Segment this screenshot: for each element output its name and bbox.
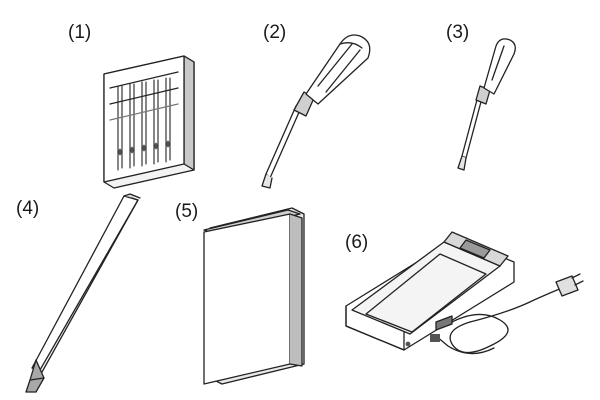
item-6-label: (6) — [345, 232, 369, 253]
needle-pack-icon — [103, 55, 195, 189]
large-screwdriver-icon — [261, 34, 371, 189]
item-4-label: (4) — [16, 198, 40, 219]
tweezers-icon — [25, 193, 141, 393]
manual-book-icon — [203, 207, 305, 385]
item-1-label: (1) — [68, 22, 92, 43]
item-3-label: (3) — [446, 22, 470, 43]
item-5-label: (5) — [175, 201, 199, 222]
item-2-label: (2) — [263, 22, 287, 43]
small-screwdriver-icon — [457, 38, 516, 171]
foot-controller-icon — [345, 231, 584, 355]
